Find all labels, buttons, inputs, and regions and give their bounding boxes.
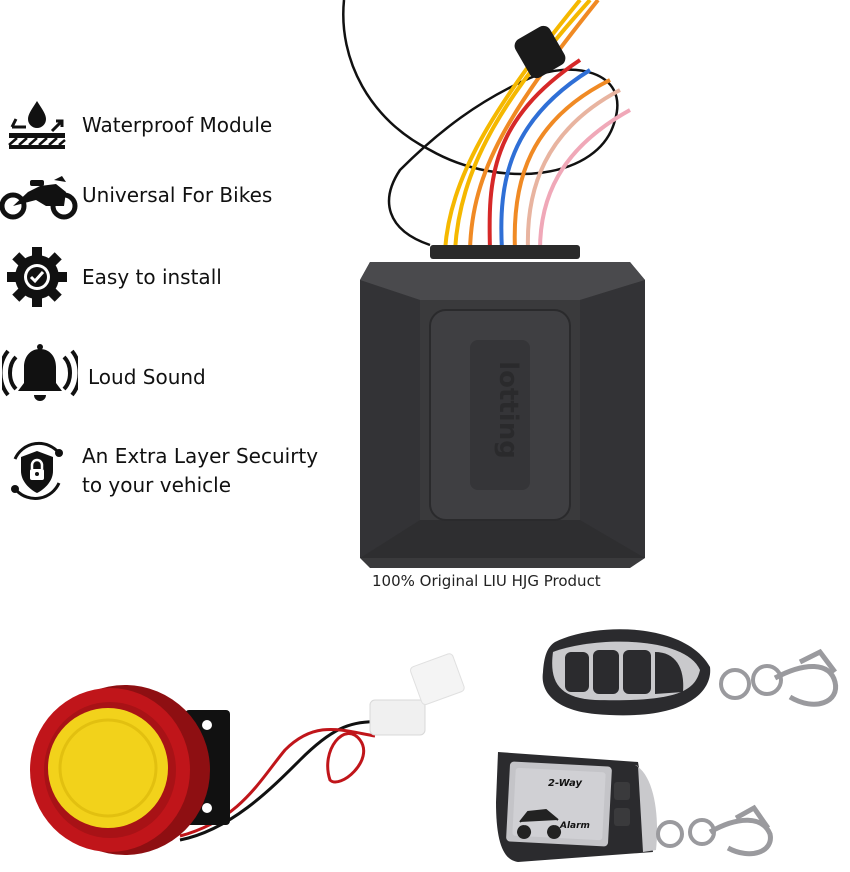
feature-label-line2: to your vehicle (82, 473, 231, 497)
feature-universal-bikes: Universal For Bikes (0, 162, 272, 228)
siren-image (30, 640, 470, 860)
svg-text:lotting: lotting (493, 361, 523, 459)
alarm-module-image: lotting (330, 0, 660, 570)
gear-check-icon (4, 244, 70, 310)
remote-label-line2: Alarm (559, 821, 590, 831)
bell-icon (2, 344, 78, 410)
feature-label: Waterproof Module (82, 112, 273, 137)
feature-easy-install: Easy to install (4, 244, 222, 310)
product-caption: 100% Original LIU HJG Product (372, 572, 601, 590)
feature-waterproof: Waterproof Module (4, 92, 272, 158)
motorcycle-icon (0, 162, 78, 228)
feature-label: Easy to install (82, 264, 222, 289)
remote-key-bottom: 2-Way Alarm (488, 742, 788, 870)
remote-key-top (535, 622, 850, 732)
feature-extra-security: An Extra Layer Secuirty to your vehicle (4, 438, 318, 504)
waterproof-icon (4, 92, 70, 158)
feature-label-line1: An Extra Layer Secuirty (82, 444, 319, 468)
feature-label: Loud Sound (88, 364, 206, 389)
remote-label-line1: 2-Way (548, 778, 582, 789)
feature-label: Universal For Bikes (82, 182, 273, 207)
feature-loud-sound: Loud Sound (2, 344, 206, 410)
shield-lock-icon (4, 438, 70, 504)
